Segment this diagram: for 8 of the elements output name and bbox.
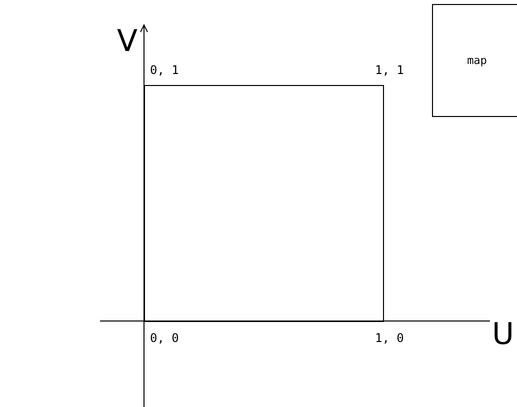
coordinate-label: 0, 0 — [150, 332, 179, 344]
coordinate-label: 1, 1 — [375, 64, 404, 76]
box-label: map — [467, 54, 487, 67]
coordinate-label: 1, 0 — [375, 332, 404, 344]
map-box — [432, 4, 517, 117]
unit-square — [144, 85, 384, 322]
axis-label: U — [492, 320, 514, 350]
axis-label: V — [117, 27, 138, 57]
